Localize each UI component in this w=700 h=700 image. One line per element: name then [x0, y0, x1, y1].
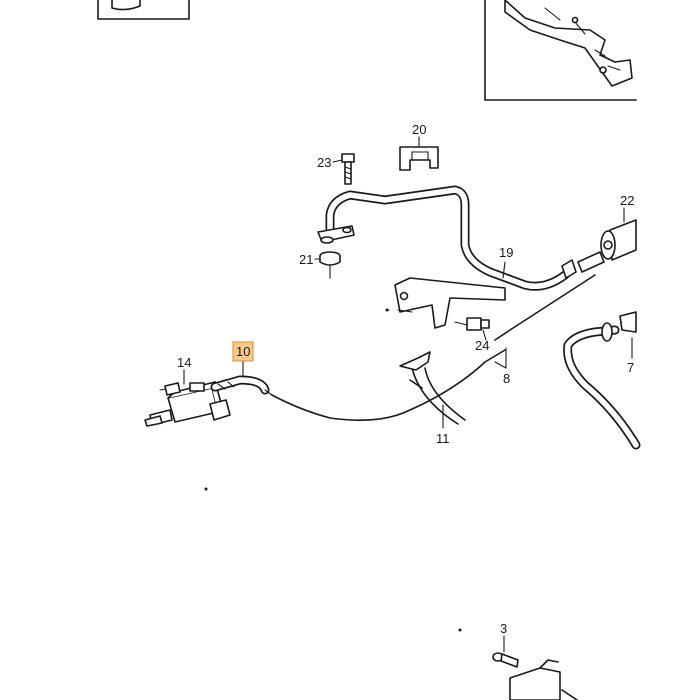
part-14-switch-valve [144, 369, 231, 427]
callout-10: 10 [236, 344, 250, 359]
mounting-bracket [386, 277, 506, 329]
stray-dots [204, 308, 462, 632]
pipe-flange [317, 225, 355, 244]
highlight-box-10 [232, 341, 254, 362]
part-20-clip [399, 136, 439, 171]
part-3-bolt [492, 635, 519, 668]
part-11-clamp [399, 351, 466, 429]
inset-frame-top-right [484, 0, 637, 101]
inset-frame-top-left [97, 0, 190, 20]
callout-24: 24 [475, 338, 489, 353]
callout-20: 20 [412, 122, 426, 137]
lower-bracket [509, 659, 579, 700]
callout-19: 19 [499, 245, 513, 260]
callout-11: 11 [436, 431, 450, 446]
part-21-grommet [314, 251, 341, 279]
callout-23: 23 [317, 155, 331, 170]
callout-8: 8 [503, 371, 510, 386]
part-10-hose [210, 360, 273, 396]
callout-7: 7 [627, 360, 634, 375]
part-23-bolt [332, 153, 355, 185]
callout-14: 14 [177, 355, 191, 370]
callout-22: 22 [620, 193, 634, 208]
part-24-bolt [454, 317, 490, 341]
part-22-vacuum-unit [561, 207, 637, 279]
part-19-pipe [325, 185, 570, 291]
callout-3: 3 [500, 621, 507, 636]
part-7-hose [563, 311, 641, 450]
part-8-vacuum-line [271, 274, 596, 422]
callout-21: 21 [299, 252, 313, 267]
